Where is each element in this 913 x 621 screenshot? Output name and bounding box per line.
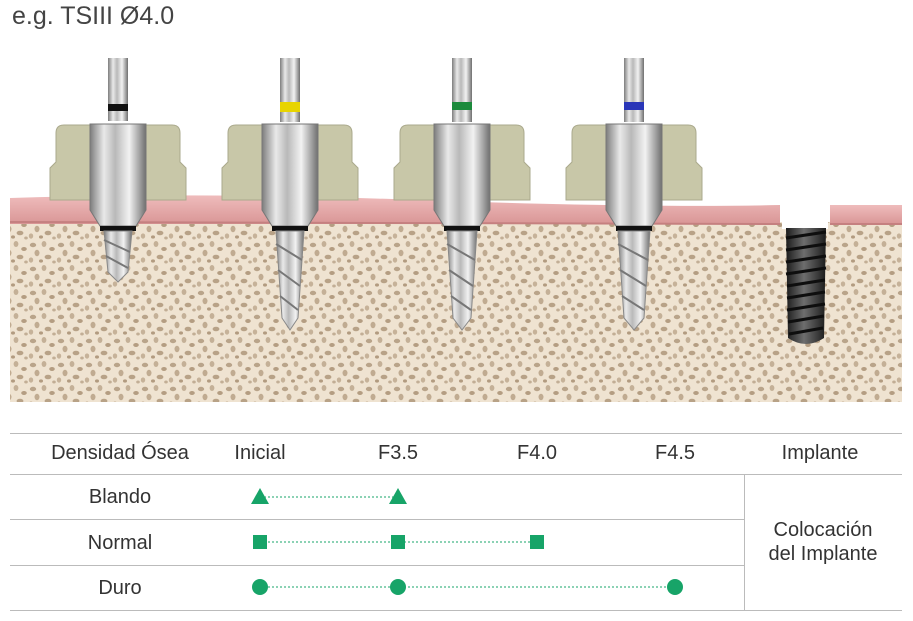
triangle-marker <box>251 488 269 504</box>
row-label-hard: Duro <box>98 577 142 599</box>
drilling-sequence-illustration <box>9 58 902 402</box>
table-row-rule <box>10 519 744 520</box>
title: e.g. TSIII Ø4.0 <box>12 2 175 30</box>
drill-f45 <box>565 58 703 331</box>
header-f45: F4.5 <box>654 442 696 464</box>
header-bone-density: Densidad Ósea <box>51 442 189 464</box>
drill-f40 <box>393 58 531 331</box>
implant-placement-line2: del Implante <box>768 543 878 565</box>
header-f40: F4.0 <box>516 442 558 464</box>
drill-initial <box>49 58 187 283</box>
row-label-soft: Blando <box>88 486 152 508</box>
gum-layer <box>10 195 780 224</box>
circle-marker <box>252 579 268 595</box>
table-row-rule <box>10 565 744 566</box>
implant-placement-line1: Colocación <box>773 519 873 541</box>
circle-marker <box>390 579 406 595</box>
header-f35: F3.5 <box>377 442 419 464</box>
table-top-rule <box>10 433 902 434</box>
drill-f35 <box>221 58 359 331</box>
table-bottom-rule <box>10 610 902 611</box>
square-marker <box>391 535 405 549</box>
header-implant: Implante <box>781 442 859 464</box>
square-marker <box>530 535 544 549</box>
triangle-marker <box>389 488 407 504</box>
header-initial: Inicial <box>234 442 286 464</box>
implant-placement-label: Colocación del Implante <box>744 518 902 566</box>
circle-marker <box>667 579 683 595</box>
square-marker <box>253 535 267 549</box>
table-header-rule <box>10 474 902 475</box>
implant <box>785 228 827 344</box>
table-column-divider <box>744 474 745 610</box>
row-label-normal: Normal <box>87 532 153 554</box>
